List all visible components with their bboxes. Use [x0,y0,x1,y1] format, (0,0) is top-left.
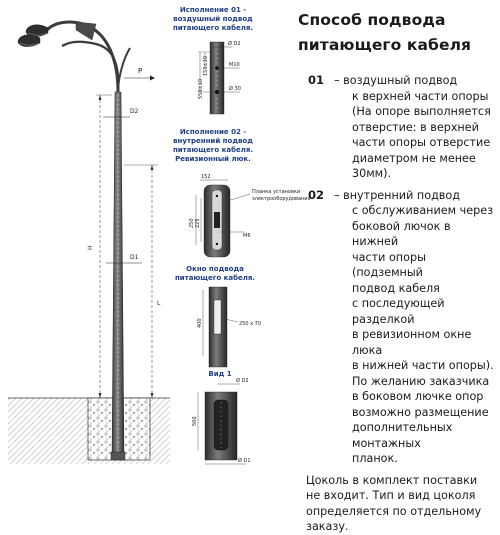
pole-technical-drawing: P D2 D1 H L Исполнение 01 - воздушный по… [8,6,311,465]
feed-method-01-line6: 30мм). [352,167,392,180]
feed-method-02-line9: в боковом лючке опор [352,390,484,403]
section1-air-feed-detail: Исполнение 01 - воздушный подвод питающе… [173,6,253,115]
section4-dim-500: 500 [192,416,198,426]
feed-method-02-line10: возможно размещение [352,405,489,419]
section3-title-line1: Окно подвода [186,265,244,273]
section1-d2-label: Ø D2 [228,40,241,47]
feed-method-02-line12: планок. [352,452,398,465]
section2-plank-line1: Планка установки [252,189,300,195]
plinth-note-line2: не входит. Тип и вид цоколя [306,489,476,502]
pole-l-label: L [157,300,161,307]
section1-dim-150: 150±10 [203,56,209,76]
feed-method-01-number: 01 [308,73,325,87]
pole-p-label: P [138,67,142,75]
feed-method-01-line5: диаметром не менее [352,151,476,165]
feed-method-02-line11: дополнительных монтажных [352,421,453,450]
section4-d2-label: Ø D2 [236,377,249,384]
feed-method-01-line2: (На опоре выполняется [352,105,491,118]
panel-title-line1: Способ подвода [298,11,446,29]
feed-method-02-number: 02 [308,187,325,202]
feed-method-02-line3: части опоры (подземный [352,250,426,280]
section2-inner-feed-detail: Исполнение 02 - внутренний подвод питающ… [173,128,311,258]
feed-method-01-line4: части опоры отверстие [352,136,491,149]
feed-method-01-text: – воздушный подвод к верхней части опоры… [334,73,498,182]
plinth-note-line1: Цоколь в комплект поставки [306,473,478,487]
feed-method-02-line4: подвод кабеля [352,281,440,295]
plinth-note-line4: заказу. [306,520,349,533]
section2-dim-250: 250 [189,218,195,228]
feed-method-02-line5: с последующей разделкой [352,297,445,326]
section2-dim-225: 225 [195,218,201,228]
pole-d1-label: D1 [130,254,139,261]
section1-m10-label: M10 [229,62,240,68]
feed-method-01-line0: – воздушный подвод [334,74,458,87]
feed-method-01-line3: отверстие: в верхней [352,120,479,134]
luminaire-lower [17,34,41,47]
section2-m6-label: M6 [243,233,251,239]
feed-method-02-line6: в ревизионном окне люка [352,328,472,357]
feed-method-02-line0: – внутренний подвод [334,188,460,202]
panel-title: Способ подвода питающего кабеля [298,8,498,58]
section1-dim-550: 550±10 [198,79,204,99]
feed-method-02-line2: боковой лючок в нижней [352,219,451,249]
section1-title-line3: питающего кабеля. [173,24,253,32]
cable-feed-description-panel: Способ подвода питающего кабеля 01 – воз… [298,8,498,535]
section2-dim-152: 152 [201,174,211,180]
feed-method-02-line8: По желанию заказчика [352,374,490,388]
feed-method-01: 01 – воздушный подвод к верхней части оп… [298,73,498,182]
section1-tube [209,41,225,115]
feed-method-02-line1: с обслуживанием через [352,204,494,217]
bracket-arm-lower [61,40,120,93]
section1-title-line1: Исполнение 01 - [180,6,246,14]
plinth-note-line3: определяется по отдельному [306,504,482,518]
feed-method-02-text: – внутренний подвод с обслуживанием чере… [334,188,498,467]
section3-dim-400: 400 [197,318,203,328]
section2-plank-line2: электрооборудования [252,196,311,202]
plinth-note: Цоколь в комплект поставки не входит. Ти… [298,473,498,535]
feed-method-02-line7: в нижней части опоры). [352,359,494,372]
section3-title-line2: питающего кабеля. [175,274,255,282]
feed-method-01-line1: к верхней части опоры [352,89,489,103]
main-pole-drawing: P D2 D1 H L [8,20,170,464]
section1-title-line2: воздушный подвод [173,15,253,23]
section4-d1-label: Ø D1 [238,457,251,464]
section3-window-label: 250 х 70 [239,321,261,327]
section2-title-line2: внутренний подвод [173,137,253,145]
section2-title-line1: Исполнение 02 - [180,128,246,136]
pole-h-label: H [87,245,94,250]
section1-d30-label: Ø 30 [229,85,241,92]
section4-view1-detail: Вид 1 Ø D2 500 Ø D1 [192,370,251,465]
feed-method-02: 02 – внутренний подвод с обслуживанием ч… [298,188,498,467]
section2-title-line3: питающего кабеля. [173,146,253,154]
pole-d2-label: D2 [130,108,139,115]
section3-cable-window-detail: Окно подвода питающего кабеля. 400 250 х… [175,265,261,368]
panel-title-line2: питающего кабеля [298,36,472,54]
section4-title: Вид 1 [208,370,231,378]
section2-title-line4: Ревизионный люк. [175,155,251,163]
